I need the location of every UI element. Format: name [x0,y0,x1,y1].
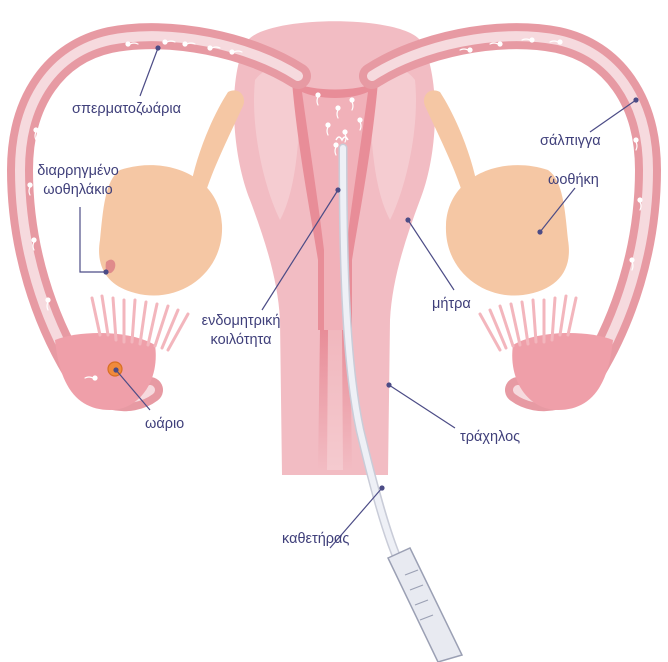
label-sperm: σπερματοζωάρια [72,100,181,119]
label-egg: ωάριο [145,415,184,434]
label-catheter: καθετήρας [282,530,349,549]
label-uterus: μήτρα [432,295,471,314]
label-ovary: ωοθήκη [548,171,599,190]
label-cervix: τράχηλος [460,428,520,447]
label-ruptured-follicle: διαρρηγμένο ωοθηλάκιο [18,162,138,200]
right-ovary [424,90,569,295]
label-fallopian-tube: σάλπιγγα [540,132,601,151]
label-endometrial-cavity: ενδομητρική κοιλότητα [176,312,306,350]
